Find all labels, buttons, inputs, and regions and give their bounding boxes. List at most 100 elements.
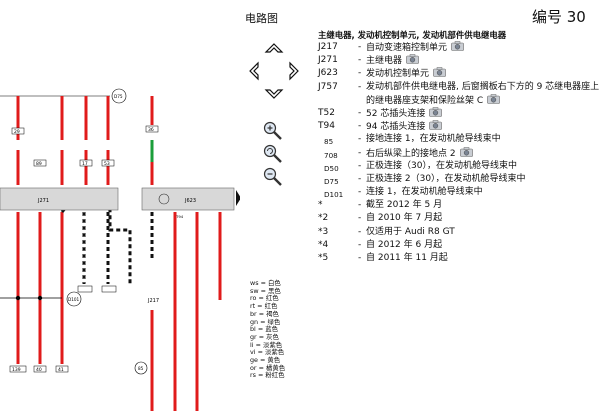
color-code: gr xyxy=(250,332,257,341)
arrow-down-icon[interactable] xyxy=(264,89,284,99)
camera-icon[interactable] xyxy=(487,94,500,104)
color-code-equals: = xyxy=(256,294,266,303)
color-code-row: ro = 红色 xyxy=(250,295,285,303)
color-code: br xyxy=(250,309,257,318)
legend-code: J757 xyxy=(318,81,338,92)
color-code-equals: = xyxy=(256,309,267,318)
pin-label-t94: T94 xyxy=(175,214,184,219)
relay-box-j623[interactable]: J623 xyxy=(141,187,235,211)
color-name: 蓝色 xyxy=(265,325,279,334)
legend-description-text: 连接 1，在发动机舱导线束中 xyxy=(366,187,483,198)
legend-description: 发动机部件供电继电器, 后窗搁板右下方的 9 芯继电器座上的继电器座支架和保险丝… xyxy=(366,81,604,108)
legend-dash: - xyxy=(358,42,362,52)
color-code-row: rs = 粉红色 xyxy=(250,372,285,380)
legend-description: 接地连接 1，在发动机舱导线束中 xyxy=(366,133,501,146)
arrow-right-icon[interactable] xyxy=(289,61,299,81)
legend-description: 仅适用于 Audi R8 GT xyxy=(366,226,455,239)
node-85[interactable]: 85 xyxy=(134,361,148,375)
wiring xyxy=(0,95,222,411)
color-code: or xyxy=(250,363,257,372)
legend-description-text: 截至 2012 年 5 月 xyxy=(366,200,443,211)
legend-row: D50-正极连接（30），在发动机舱导线束中 xyxy=(318,160,604,173)
legend-description-text: 52 芯插头连接 xyxy=(366,108,426,119)
zoom-reset-icon[interactable] xyxy=(262,143,284,165)
legend-code: *5 xyxy=(318,253,329,264)
camera-icon[interactable] xyxy=(429,120,443,130)
color-name: 黄色 xyxy=(267,356,281,365)
color-code: gn xyxy=(250,317,259,326)
camera-icon[interactable] xyxy=(433,67,446,78)
color-code: sw xyxy=(250,286,259,295)
terminals-bottom: 139 40 41 xyxy=(9,285,117,373)
terminal-label: 41 xyxy=(58,367,64,373)
legend-row: J217 -自动变速箱控制单元 xyxy=(318,41,604,54)
color-code-row: or = 橘黄色 xyxy=(250,363,286,373)
legend-row: *-截至 2012 年 5 月 xyxy=(318,199,604,212)
legend-description: 52 芯插头连接 xyxy=(366,107,443,121)
legend-description: 自 2011 年 11 月起 xyxy=(366,252,448,265)
legend-description-text: 右后纵梁上的接地点 2 xyxy=(366,148,456,159)
color-code-row: vi = 淡紫色 xyxy=(250,348,285,357)
camera-icon[interactable] xyxy=(429,107,443,117)
zoom-in-icon[interactable] xyxy=(262,120,284,142)
legend-dash: - xyxy=(358,147,362,158)
node-d101[interactable]: D101 xyxy=(66,291,82,307)
color-name: 红色 xyxy=(265,294,279,303)
legend-description: 主继电器 xyxy=(366,54,419,68)
legend-row: D75-正极连接 2（30），在发动机舱导线束中 xyxy=(318,173,604,186)
legend-code: 708 xyxy=(324,150,338,160)
arrow-left-icon[interactable] xyxy=(249,61,259,81)
legend-description-text: 94 芯插头连接 xyxy=(366,122,426,133)
legend-code: D50 xyxy=(324,163,339,173)
color-code: li xyxy=(250,340,254,349)
legend-description-text: 发动机部件供电继电器, 后窗搁板右下方的 9 芯继电器座上的继电器座支架和保险丝… xyxy=(366,81,600,106)
legend-code: T52 xyxy=(318,107,335,118)
legend-code: D75 xyxy=(324,176,339,186)
legend-description: 自 2010 年 7 月起 xyxy=(366,212,442,225)
app-title: 电路图 xyxy=(245,12,278,25)
legend-description-text: 接地连接 1，在发动机舱导线束中 xyxy=(366,134,501,145)
relay-box-j271[interactable]: J271 xyxy=(0,187,119,211)
legend-row: 85 -接地连接 1，在发动机舱导线束中 xyxy=(318,133,604,146)
legend-description-text: 自 2011 年 11 月起 xyxy=(366,253,448,264)
legend-dash: - xyxy=(358,200,362,211)
diagram-next-arrow-icon[interactable] xyxy=(236,190,240,206)
legend-dash: - xyxy=(358,134,362,145)
node-d75[interactable]: D75 xyxy=(111,88,127,104)
arrow-up-icon[interactable] xyxy=(264,43,284,53)
legend-dash: - xyxy=(358,68,362,79)
node-label: D75 xyxy=(114,94,123,99)
legend-row: 708 -右后纵梁上的接地点 2 xyxy=(318,146,604,161)
legend-code: J217 xyxy=(318,42,338,52)
color-code-equals: = xyxy=(255,348,265,357)
color-code-equals: = xyxy=(258,356,268,365)
legend-row: *3-仅适用于 Audi R8 GT xyxy=(318,226,604,239)
circuit-diagram[interactable]: J271 J623 29 89 17 53 36 139 40 41 D75 xyxy=(0,0,240,411)
legend-description-text: 自动变速箱控制单元 xyxy=(366,43,448,53)
relay-label-j271: J271 xyxy=(37,198,49,204)
camera-icon[interactable] xyxy=(459,146,473,157)
legend-code: J271 xyxy=(318,55,338,66)
color-code: ws xyxy=(250,279,259,287)
color-name: 绿色 xyxy=(267,317,281,326)
camera-icon[interactable] xyxy=(451,41,464,51)
terminal-label: 89 xyxy=(36,161,42,167)
legend-description-text: 自 2012 年 6 月起 xyxy=(366,239,443,250)
legend-description: 右后纵梁上的接地点 2 xyxy=(366,146,473,161)
color-name: 橘黄色 xyxy=(265,363,286,372)
zoom-out-icon[interactable] xyxy=(262,166,284,188)
legend-dash: - xyxy=(358,253,362,264)
relay-box-j217[interactable]: J217 xyxy=(147,298,159,304)
legend-dash: - xyxy=(358,121,362,132)
color-code-row: br = 褐色 xyxy=(250,309,285,319)
legend-description-text: 正极连接 2（30），在发动机舱导线束中 xyxy=(366,173,526,184)
legend-row: T52-52 芯插头连接 xyxy=(318,107,604,120)
camera-icon[interactable] xyxy=(406,54,419,64)
color-name: 粉红色 xyxy=(265,371,285,380)
legend-code: 85 xyxy=(324,137,334,147)
color-code: rt xyxy=(250,302,256,311)
color-name: 淡紫色 xyxy=(262,340,283,349)
legend-description: 自动变速箱控制单元 xyxy=(366,41,464,55)
